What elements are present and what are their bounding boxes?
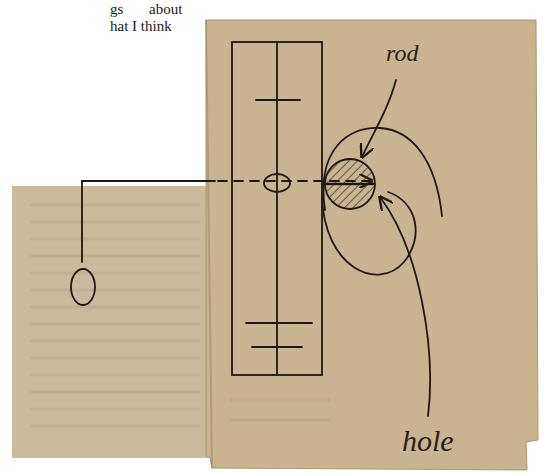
leader-line [362,80,396,157]
hook-oval [71,269,95,305]
leader-line [380,197,430,416]
tick-line [246,322,312,324]
tick-line [256,99,300,101]
printed-text: gs about [110,1,182,17]
tick-line [252,346,302,348]
hole-line [327,183,373,185]
plate-outline [232,42,322,375]
hook-line [82,181,215,262]
paper-edge [206,20,212,468]
paper-scrap [12,186,237,458]
motion-arc [323,128,442,216]
slot-oval [264,174,290,192]
center-line [276,42,278,375]
faint-print [30,205,330,426]
part-label: hole [402,424,454,458]
rod-section [325,159,375,209]
part-label: rod [386,40,418,67]
paper-scrap [206,20,538,470]
printed-text: hat I think [110,18,172,34]
